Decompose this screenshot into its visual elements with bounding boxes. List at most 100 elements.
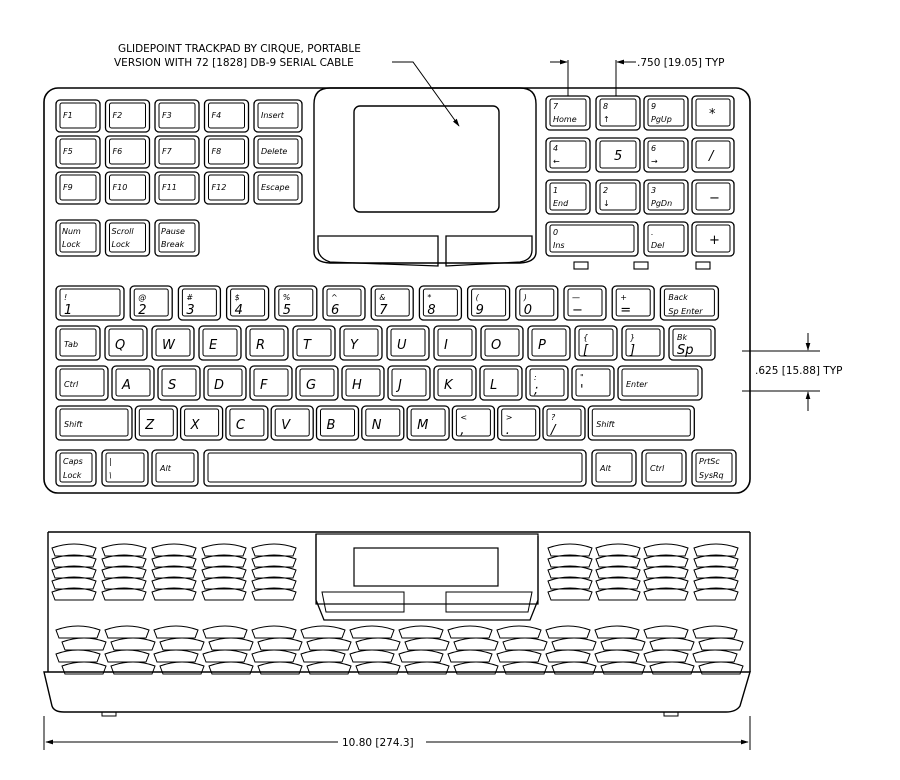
key[interactable]: W bbox=[151, 325, 195, 361]
key[interactable]: $4 bbox=[225, 285, 270, 321]
key[interactable]: (9 bbox=[466, 285, 511, 321]
spacebar[interactable] bbox=[203, 449, 587, 487]
key[interactable]: Enter bbox=[617, 365, 703, 401]
key[interactable]: U bbox=[386, 325, 430, 361]
key[interactable]: {[ bbox=[574, 325, 618, 361]
key[interactable]: V bbox=[270, 405, 314, 441]
key[interactable]: L bbox=[479, 365, 523, 401]
key[interactable]: *8 bbox=[418, 285, 463, 321]
trackpad-note-line2: VERSION WITH 72 [1828] DB-9 SERIAL CABLE bbox=[114, 57, 354, 69]
key[interactable]: I bbox=[433, 325, 477, 361]
key[interactable]: Z bbox=[134, 405, 178, 441]
key-label: F5 bbox=[63, 147, 73, 156]
key-f5[interactable]: F5 bbox=[55, 135, 101, 169]
key-f3[interactable]: F3 bbox=[154, 99, 200, 133]
key[interactable]: += bbox=[611, 285, 655, 321]
key-f7[interactable]: F7 bbox=[154, 135, 200, 169]
key[interactable]: "' bbox=[571, 365, 615, 401]
key[interactable]: Ctrl bbox=[55, 365, 109, 401]
key-f8[interactable]: F8 bbox=[203, 135, 250, 169]
key[interactable]: C bbox=[225, 405, 269, 441]
key[interactable]: K bbox=[433, 365, 477, 401]
key[interactable]: ^6 bbox=[322, 285, 366, 321]
key[interactable]: Shift bbox=[587, 405, 695, 441]
key[interactable]: F bbox=[249, 365, 293, 401]
key-insert[interactable]: Insert bbox=[253, 99, 303, 133]
numpad-key[interactable]: 2↓ bbox=[595, 179, 641, 215]
key-label: < bbox=[460, 413, 467, 422]
numpad-key[interactable]: / bbox=[691, 137, 735, 173]
key[interactable]: N bbox=[361, 405, 405, 441]
key[interactable]: )0 bbox=[515, 285, 559, 321]
key[interactable]: &7 bbox=[370, 285, 414, 321]
numpad-key[interactable]: 6→ bbox=[643, 137, 689, 173]
key[interactable]: Q bbox=[104, 325, 148, 361]
key-f4[interactable]: F4 bbox=[203, 99, 250, 133]
key[interactable]: %5 bbox=[274, 285, 318, 321]
key[interactable]: G bbox=[295, 365, 339, 401]
key[interactable]: !1 bbox=[55, 285, 125, 321]
numpad-key[interactable]: 8↑ bbox=[595, 95, 641, 131]
key-label: . bbox=[506, 423, 510, 438]
key[interactable]: T bbox=[292, 325, 336, 361]
key[interactable]: —− bbox=[563, 285, 607, 321]
key-f6[interactable]: F6 bbox=[104, 135, 151, 169]
key[interactable]: @2 bbox=[129, 285, 173, 321]
key[interactable]: E bbox=[198, 325, 242, 361]
key[interactable]: D bbox=[203, 365, 247, 401]
key[interactable]: S bbox=[157, 365, 201, 401]
key[interactable]: :; bbox=[525, 365, 569, 401]
numpad-key[interactable]: .Del bbox=[643, 221, 689, 257]
key-f10[interactable]: F10 bbox=[104, 171, 151, 205]
key-label: F2 bbox=[113, 111, 123, 120]
key-f11[interactable]: F11 bbox=[154, 171, 200, 205]
key-label: Lock bbox=[112, 240, 131, 249]
key[interactable]: >. bbox=[497, 405, 541, 441]
key[interactable]: O bbox=[480, 325, 524, 361]
key[interactable]: X bbox=[179, 405, 224, 441]
key[interactable]: P bbox=[527, 325, 571, 361]
key[interactable]: H bbox=[341, 365, 385, 401]
key[interactable]: Tab bbox=[55, 325, 101, 361]
numpad-key[interactable]: − bbox=[691, 179, 735, 215]
key[interactable]: B bbox=[315, 405, 360, 441]
key[interactable]: |\ bbox=[101, 449, 149, 487]
key[interactable]: A bbox=[111, 365, 155, 401]
key-f12[interactable]: F12 bbox=[203, 171, 250, 205]
numpad-key[interactable]: * bbox=[691, 95, 735, 131]
key[interactable]: #3 bbox=[177, 285, 222, 321]
key-label: . bbox=[651, 228, 654, 237]
key[interactable]: }] bbox=[621, 325, 665, 361]
key[interactable]: J bbox=[387, 365, 431, 401]
key[interactable]: Alt bbox=[151, 449, 199, 487]
numpad-key[interactable]: + bbox=[691, 221, 735, 257]
key-label: ^ bbox=[331, 293, 338, 302]
numpad-key[interactable]: 5 bbox=[595, 137, 641, 173]
key-delete[interactable]: Delete bbox=[253, 135, 303, 169]
key-f9[interactable]: F9 bbox=[55, 171, 101, 205]
key-escape[interactable]: Escape bbox=[253, 171, 303, 205]
key[interactable]: R bbox=[245, 325, 289, 361]
key[interactable]: Alt bbox=[591, 449, 637, 487]
key-f1[interactable]: F1 bbox=[55, 99, 101, 133]
key[interactable]: Ctrl bbox=[641, 449, 687, 487]
key[interactable]: <, bbox=[451, 405, 496, 441]
key-f2[interactable]: F2 bbox=[104, 99, 151, 133]
key[interactable]: Shift bbox=[55, 405, 133, 441]
numpad-key[interactable]: 4← bbox=[545, 137, 591, 173]
key[interactable]: M bbox=[406, 405, 450, 441]
key[interactable]: Y bbox=[339, 325, 383, 361]
key[interactable]: ?/ bbox=[542, 405, 586, 441]
